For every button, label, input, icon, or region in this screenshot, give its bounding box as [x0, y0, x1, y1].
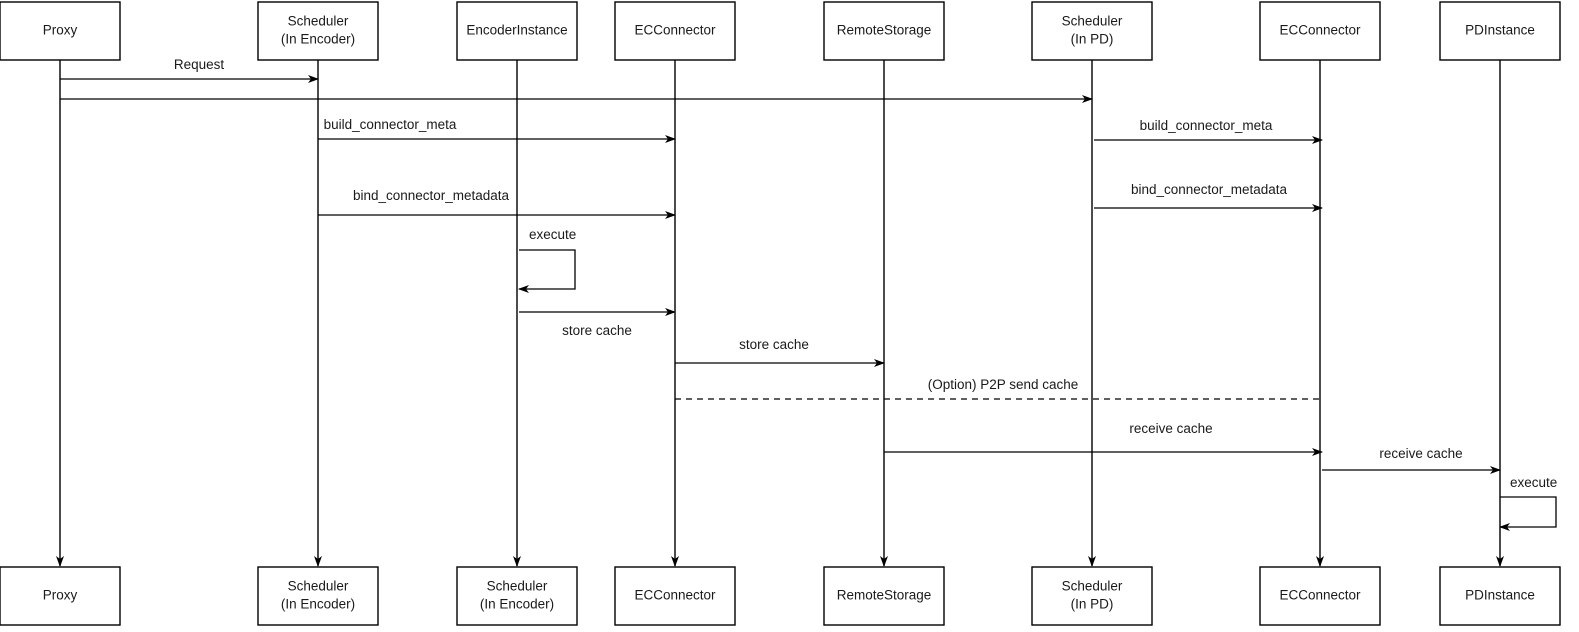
participant-footer-rect-remote_store_f — [823, 566, 945, 626]
lifeline-group — [56, 60, 1504, 567]
participant-header-ec_conn_l[interactable]: ECConnector — [614, 1, 736, 61]
participant-footer-rect-pd_inst_f — [1439, 566, 1561, 626]
participant-header-label-line2-sched_enc: (In Encoder) — [281, 32, 355, 47]
participant-footer-label-line1-sched_pd_f: Scheduler — [1062, 579, 1123, 594]
participant-footer-label-line1-sched_enc_f: Scheduler — [288, 579, 349, 594]
participant-footer-rect-ec_conn_l_f — [614, 566, 736, 626]
participant-header-rect-enc_inst — [456, 1, 578, 61]
participant-footer-label-ec_conn_l_f: ECConnector — [634, 588, 716, 603]
participant-header-rect-pd_inst — [1439, 1, 1561, 61]
participant-header-rect-sched_enc — [257, 1, 379, 61]
participant-footer-label-pd_inst_f: PDInstance — [1465, 588, 1535, 603]
participant-header-sched_enc[interactable]: Scheduler (In Encoder) — [257, 1, 379, 61]
participant-footer-remote_store_f[interactable]: RemoteStorage — [823, 566, 945, 626]
participant-header-ec_conn_r[interactable]: ECConnector — [1259, 1, 1381, 61]
participant-footer-label-remote_store_f: RemoteStorage — [837, 588, 932, 603]
participant-footer-label-line2-enc_inst_f: (In Encoder) — [480, 597, 554, 612]
participant-footer-enc_inst_f[interactable]: Scheduler (In Encoder) — [456, 566, 578, 626]
participant-footer-rect-enc_inst_f — [456, 566, 578, 626]
participant-header-label-line2-sched_pd: (In PD) — [1071, 32, 1114, 47]
participant-header-pd_inst[interactable]: PDInstance — [1439, 1, 1561, 61]
participant-header-label-remote_store: RemoteStorage — [837, 23, 932, 38]
message-label-m9: (Option) P2P send cache — [928, 377, 1079, 392]
message-label-m3: build_connector_meta — [324, 117, 457, 132]
participant-footer-ec_conn_r_f[interactable]: ECConnector — [1259, 566, 1381, 626]
participant-header-label-ec_conn_l: ECConnector — [634, 23, 716, 38]
message-label-m4: build_connector_meta — [1140, 118, 1273, 133]
participant-header-rect-proxy — [0, 1, 121, 61]
participant-footer-sched_enc_f[interactable]: Scheduler (In Encoder) — [257, 566, 379, 626]
participant-header-label-line1-sched_pd: Scheduler — [1062, 14, 1123, 29]
participant-footer-rect-sched_pd_f — [1031, 566, 1153, 626]
participant-footer-rect-proxy_f — [0, 566, 121, 626]
footer-participant-group: Proxy Scheduler (In Encoder) Scheduler (In E… — [0, 566, 1561, 626]
participant-footer-ec_conn_l_f[interactable]: ECConnector — [614, 566, 736, 626]
message-label-m11: receive cache — [1379, 446, 1462, 461]
participant-header-rect-ec_conn_r — [1259, 1, 1381, 61]
message-label-m1: Request — [174, 57, 225, 72]
participant-header-enc_inst[interactable]: EncoderInstance — [456, 1, 578, 61]
self-message-label-s1: execute — [529, 227, 576, 242]
message-label-m7: store cache — [562, 323, 632, 338]
participant-footer-pd_inst_f[interactable]: PDInstance — [1439, 566, 1561, 626]
participant-footer-proxy_f[interactable]: Proxy — [0, 566, 121, 626]
participant-header-label-enc_inst: EncoderInstance — [466, 23, 567, 38]
participant-header-label-line1-sched_enc: Scheduler — [288, 14, 349, 29]
participant-footer-rect-ec_conn_r_f — [1259, 566, 1381, 626]
participant-header-remote_store[interactable]: RemoteStorage — [823, 1, 945, 61]
participant-header-label-ec_conn_r: ECConnector — [1279, 23, 1361, 38]
participant-footer-label-proxy_f: Proxy — [43, 588, 78, 603]
message-group: Request build_connector_meta build_connect… — [60, 57, 1501, 474]
participant-footer-sched_pd_f[interactable]: Scheduler (In PD) — [1031, 566, 1153, 626]
self-message-s2 — [1499, 496, 1557, 531]
participant-header-label-proxy: Proxy — [43, 23, 78, 38]
participant-footer-rect-sched_enc_f — [257, 566, 379, 626]
message-label-m10: receive cache — [1129, 421, 1212, 436]
participant-header-rect-ec_conn_l — [614, 1, 736, 61]
message-label-m5: bind_connector_metadata — [353, 188, 510, 203]
self-message-group: execute execute — [518, 227, 1557, 531]
participant-header-label-pd_inst: PDInstance — [1465, 23, 1535, 38]
participant-footer-label-line1-enc_inst_f: Scheduler — [487, 579, 548, 594]
participant-footer-label-line2-sched_enc_f: (In Encoder) — [281, 597, 355, 612]
message-label-m8: store cache — [739, 337, 809, 352]
header-participant-group: Proxy Scheduler (In Encoder) EncoderInstanc… — [0, 1, 1561, 61]
participant-header-rect-sched_pd — [1031, 1, 1153, 61]
self-message-label-s2: execute — [1510, 475, 1557, 490]
participant-header-rect-remote_store — [823, 1, 945, 61]
participant-footer-label-line2-sched_pd_f: (In PD) — [1071, 597, 1114, 612]
participant-footer-label-ec_conn_r_f: ECConnector — [1279, 588, 1361, 603]
message-label-m6: bind_connector_metadata — [1131, 182, 1288, 197]
participant-header-sched_pd[interactable]: Scheduler (In PD) — [1031, 1, 1153, 61]
self-message-s1 — [518, 249, 576, 293]
participant-header-proxy[interactable]: Proxy — [0, 1, 121, 61]
